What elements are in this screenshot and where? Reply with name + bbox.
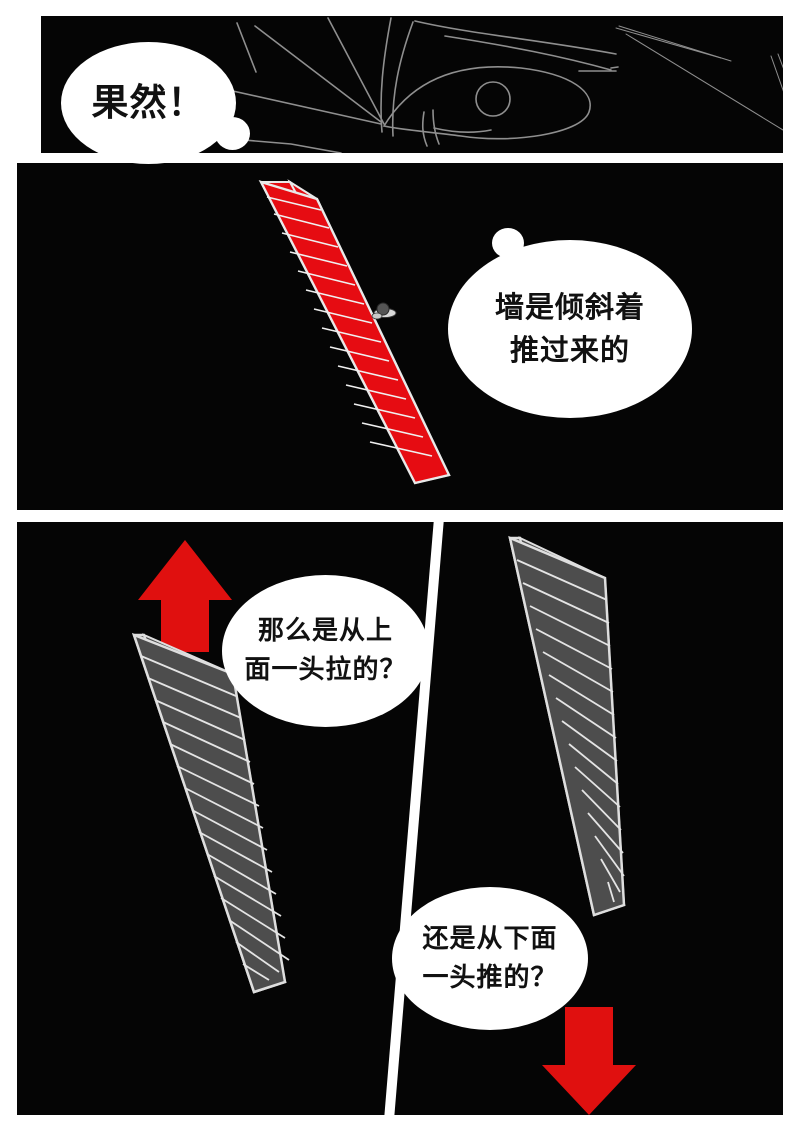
speech-bubble-1: 果然！ <box>61 42 236 164</box>
bubble-2-line-2: 推过来的 <box>509 333 630 367</box>
bubble-4-line-2: 一头推的？ <box>422 962 558 993</box>
bubble-3-line-1: 那么是从上 <box>257 616 393 646</box>
arrow-down-icon <box>542 1007 636 1115</box>
speech-bubble-4: 还是从下面 一头推的？ <box>392 887 588 1030</box>
red-wall-art <box>258 179 451 485</box>
arrow-up-icon <box>138 540 232 652</box>
gray-wall-left-art <box>131 540 290 994</box>
tiny-person-figure <box>371 302 397 320</box>
gray-wall-left-segments <box>140 655 290 981</box>
speech-bubble-3: 那么是从上 面一头拉的？ <box>222 575 429 727</box>
gray-wall-right-art <box>508 535 636 1115</box>
panel-gray-wall-push <box>392 522 783 1115</box>
speech-bubble-2: 墙是倾斜着 推过来的 <box>448 240 692 418</box>
bubble-4-line-1: 还是从下面 <box>422 923 558 954</box>
bubble-3-line-2: 面一头拉的？ <box>244 655 407 685</box>
bubble-2-line-1: 墙是倾斜着 <box>494 289 645 324</box>
red-wall-slab <box>258 179 451 485</box>
bubble-1-line-1: 果然！ <box>91 81 206 125</box>
gray-wall-right-segments <box>516 559 625 903</box>
red-wall-segments <box>266 196 433 457</box>
